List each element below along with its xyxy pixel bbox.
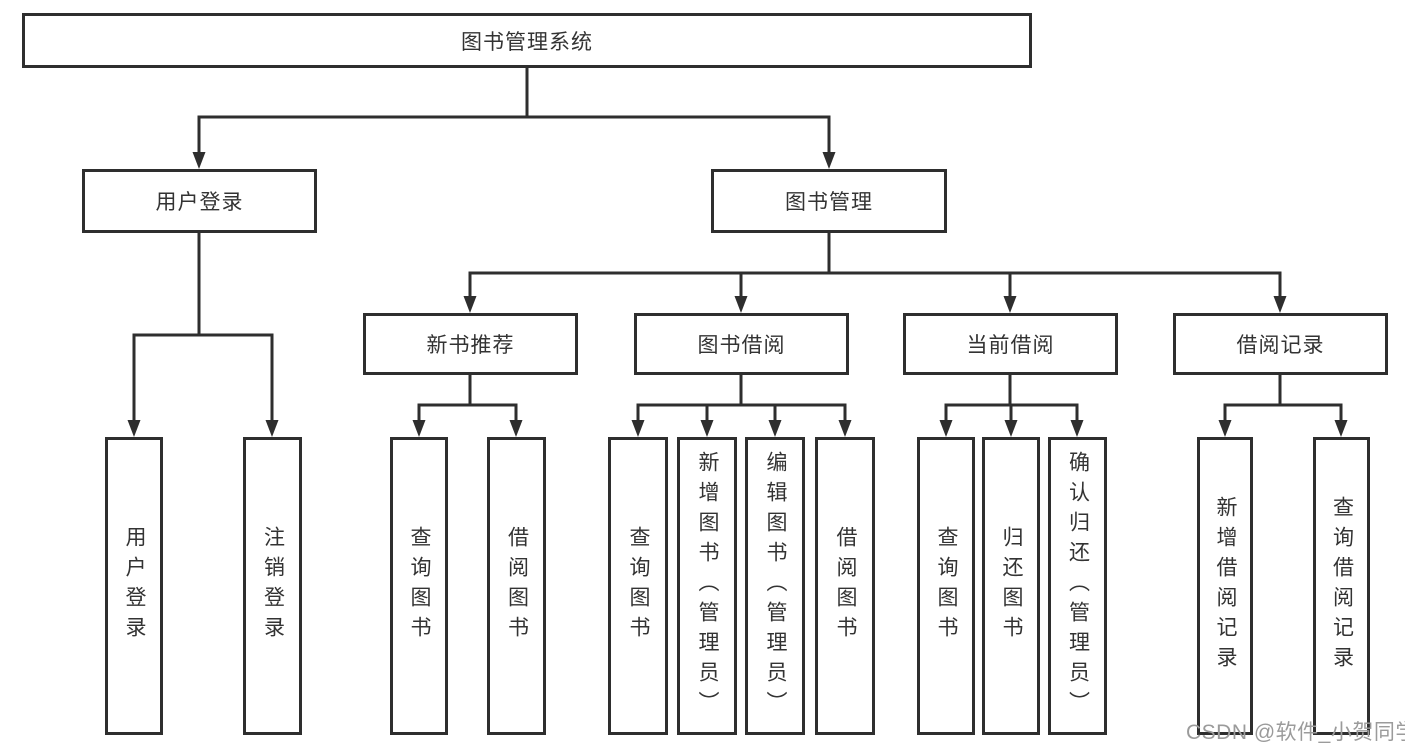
connector-new-book-to-leaves: [412, 375, 523, 437]
node-label: 图书管理系统: [461, 30, 593, 54]
node-label: 图书管理: [785, 191, 873, 214]
node-label: 用户登录: [155, 191, 244, 214]
leaf-borrow-add-books-admin: 新增图书（管理员）: [677, 437, 737, 735]
node-label: 查询借阅记录: [1330, 496, 1354, 676]
node-label: 注销登录: [261, 526, 285, 646]
node-label: 查询图书: [627, 526, 650, 646]
leaf-borrow-query-books: 查询图书: [608, 437, 668, 735]
leaf-records-query-borrow-record: 查询借阅记录: [1313, 437, 1370, 735]
node-borrow-records: 借阅记录: [1173, 313, 1388, 375]
connector-borrow-records-to-leaves: [1218, 375, 1348, 437]
node-book-borrow: 图书借阅: [634, 313, 849, 375]
leaf-current-query-books: 查询图书: [917, 437, 975, 735]
node-label: 新增图书（管理员）: [696, 451, 719, 721]
node-book-management: 图书管理: [711, 169, 947, 233]
node-new-book-recommend: 新书推荐: [363, 313, 578, 375]
node-label: 用户登录: [123, 526, 146, 646]
connector-root-to-level2: [192, 68, 836, 169]
leaf-user-login: 用户登录: [105, 437, 163, 735]
node-label: 新书推荐: [426, 334, 515, 357]
leaf-borrow-borrow-books: 借阅图书: [815, 437, 875, 735]
leaf-logout: 注销登录: [243, 437, 302, 735]
connector-book-management-to-level3: [463, 233, 1287, 313]
node-label: 借阅图书: [834, 526, 857, 646]
leaf-newbook-query-books: 查询图书: [390, 437, 448, 735]
leaf-current-return-books: 归还图书: [982, 437, 1040, 735]
node-label: 确认归还（管理员）: [1066, 451, 1090, 721]
node-label: 借阅图书: [505, 526, 529, 646]
node-label: 查询图书: [408, 526, 431, 646]
node-label: 借阅记录: [1236, 334, 1325, 357]
leaf-newbook-borrow-books: 借阅图书: [487, 437, 546, 735]
connector-user-login-to-leaves: [127, 233, 279, 437]
node-label: 查询图书: [935, 526, 958, 646]
connector-book-borrow-to-leaves: [631, 375, 852, 437]
node-current-borrow: 当前借阅: [903, 313, 1118, 375]
node-label: 新增借阅记录: [1214, 496, 1237, 676]
node-label: 归还图书: [1000, 526, 1023, 646]
csdn-watermark: CSDN @软件_小贺同学: [1186, 721, 1405, 744]
leaf-records-add-borrow-record: 新增借阅记录: [1197, 437, 1253, 735]
connector-current-borrow-to-leaves: [939, 375, 1084, 437]
node-label: 编辑图书（管理员）: [764, 451, 787, 721]
leaf-borrow-edit-books-admin: 编辑图书（管理员）: [745, 437, 805, 735]
node-label: 当前借阅: [966, 334, 1055, 357]
node-label: 图书借阅: [697, 334, 786, 357]
node-root-system: 图书管理系统: [22, 13, 1032, 68]
node-user-login: 用户登录: [82, 169, 317, 233]
leaf-current-confirm-return-admin: 确认归还（管理员）: [1048, 437, 1107, 735]
